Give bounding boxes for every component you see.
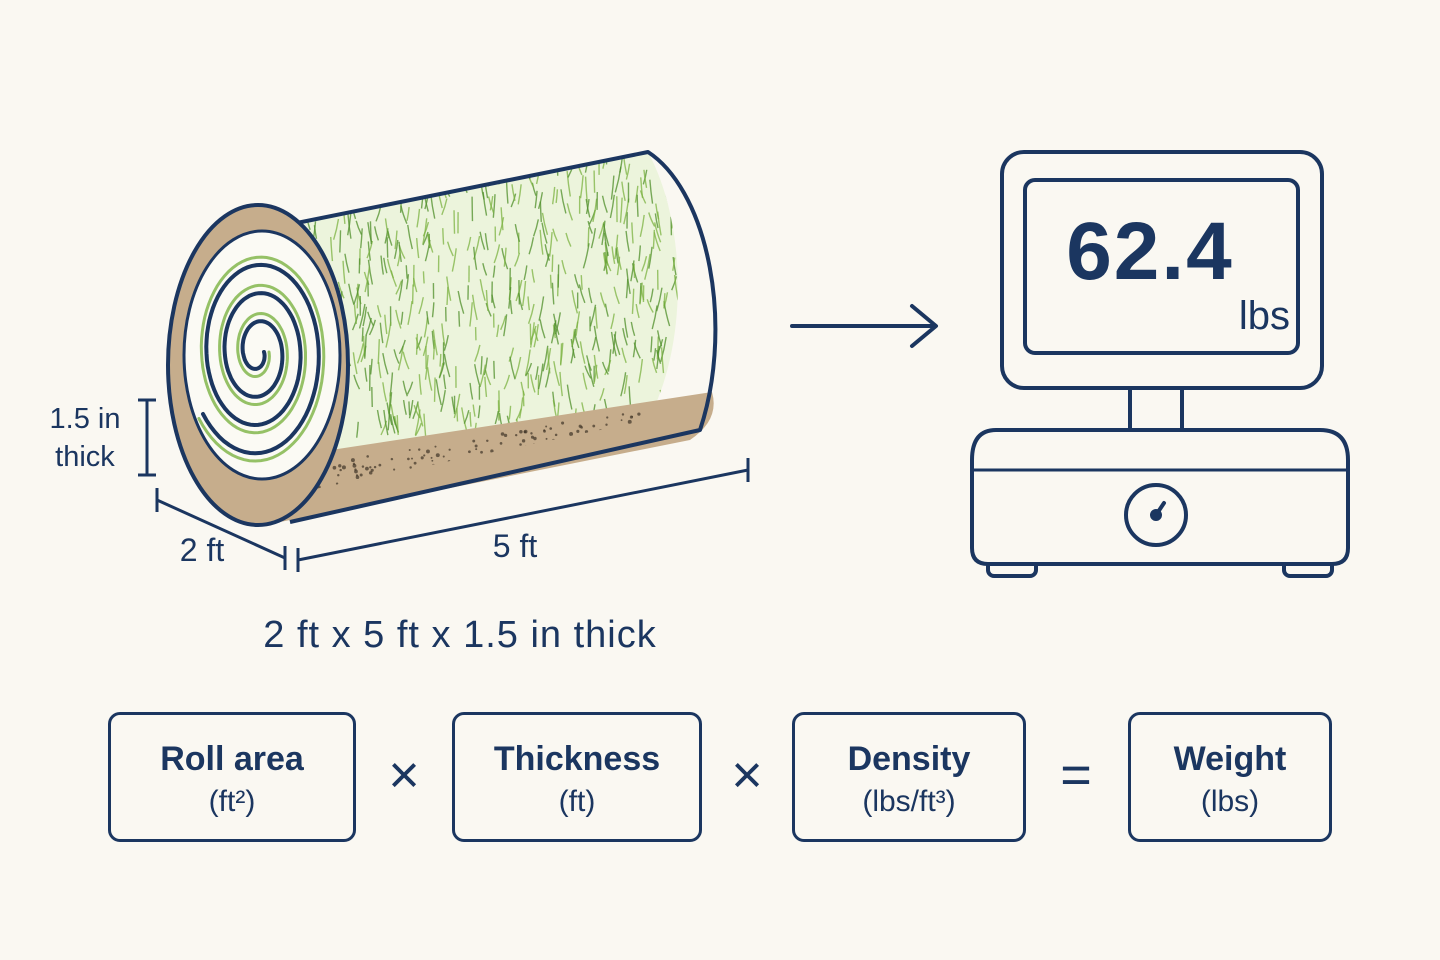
thickness-dimension — [138, 398, 156, 477]
thickness-label-word: thick — [55, 441, 115, 473]
equals-operator: = — [1060, 745, 1092, 805]
formula-term-roll-area: Roll area (ft²) — [108, 712, 356, 842]
roll-spiral-grass — [197, 255, 326, 463]
arrow-right-icon — [790, 304, 938, 348]
formula-term-density: Density (lbs/ft³) — [792, 712, 1026, 842]
multiply-operator: × — [388, 745, 420, 805]
width-dimension — [155, 488, 287, 570]
term-title: Density — [847, 740, 971, 778]
roll-body-soil — [200, 392, 714, 523]
formula-term-thickness: Thickness (ft) — [452, 712, 702, 842]
formula-term-weight: Weight (lbs) — [1128, 712, 1332, 842]
roll-outline — [261, 150, 718, 524]
scale-display-screen — [1023, 178, 1300, 355]
length-label: 5 ft — [492, 528, 538, 564]
width-label: 2 ft — [179, 532, 225, 568]
sod-roll — [166, 150, 718, 527]
dimensions-summary: 2 ft x 5 ft x 1.5 in thick — [263, 614, 657, 656]
scale-readout-unit: lbs — [1238, 294, 1290, 338]
scale-neck — [1128, 386, 1184, 432]
thickness-label: 1.5 in thick — [30, 400, 140, 476]
gauge-icon — [1124, 483, 1188, 547]
dimension-lines — [138, 398, 750, 572]
term-unit: (ft) — [558, 785, 596, 818]
roll-spiral — [201, 262, 321, 456]
term-unit: (lbs/ft³) — [862, 785, 956, 818]
thickness-label-value: 1.5 in — [49, 403, 121, 435]
term-title: Thickness — [493, 740, 661, 778]
length-dimension — [296, 458, 750, 572]
scale-readout-value: 62.4 — [1066, 206, 1234, 297]
term-unit: (lbs) — [1200, 785, 1260, 818]
term-title: Weight — [1173, 740, 1287, 778]
term-title: Roll area — [160, 740, 304, 778]
scale-icon — [970, 150, 1350, 578]
multiply-operator: × — [731, 745, 763, 805]
term-unit: (ft²) — [208, 785, 256, 818]
